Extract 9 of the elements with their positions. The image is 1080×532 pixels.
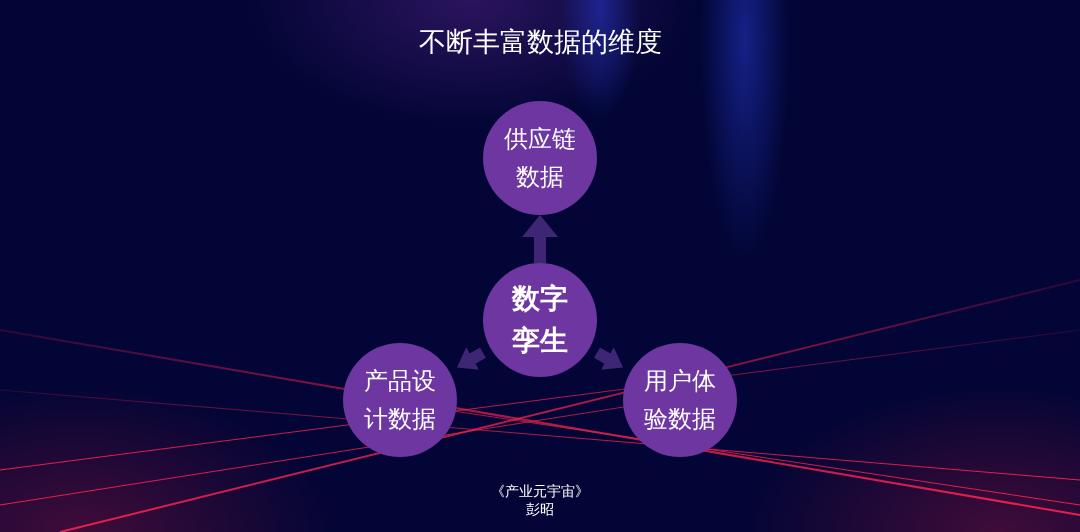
node-label: 用户体验数据	[643, 365, 717, 435]
author-name: 彭昭	[525, 500, 555, 518]
arrow	[522, 215, 558, 263]
circle-node	[623, 343, 737, 457]
title: 不断丰富数据的维度	[417, 25, 663, 59]
node-label: 产品设计数据	[363, 365, 437, 435]
node-label: 供应链数据	[503, 123, 577, 193]
node-label: 数字孪生	[510, 281, 569, 359]
book-title: 《产业元宇宙》	[490, 482, 590, 500]
